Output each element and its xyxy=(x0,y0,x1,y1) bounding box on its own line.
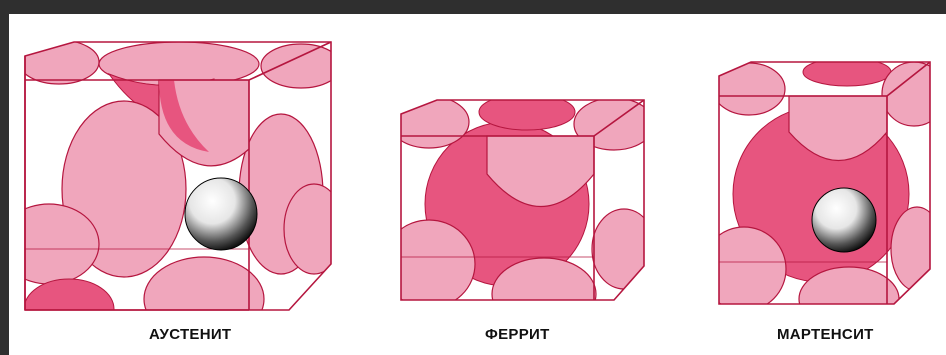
martensite-label: МАРТЕНСИТ xyxy=(777,326,874,350)
martensite-cell xyxy=(702,58,946,331)
corner-atom xyxy=(882,62,946,126)
corner-atom xyxy=(284,184,344,274)
ferrite-cell xyxy=(383,94,656,330)
corner-atom xyxy=(799,267,899,331)
corner-atom xyxy=(702,227,786,311)
crystal-lattice-figure xyxy=(9,14,946,355)
corner-atom xyxy=(383,220,475,308)
corner-atom xyxy=(891,207,943,291)
carbon-atom xyxy=(812,188,876,252)
corner-atom xyxy=(9,204,99,284)
atom-shadow xyxy=(24,279,114,339)
corner-atom xyxy=(261,44,341,88)
figure-frame: АУСТЕНИТ ФЕРРИТ МАРТЕНСИТ xyxy=(9,14,946,355)
corner-atom xyxy=(713,63,785,115)
corner-atom xyxy=(492,258,596,330)
austenite-label: АУСТЕНИТ xyxy=(149,326,231,350)
ferrite-label: ФЕРРИТ xyxy=(485,326,550,350)
carbon-atom xyxy=(185,178,257,250)
austenite-cell xyxy=(9,40,344,341)
corner-atom xyxy=(592,209,656,289)
